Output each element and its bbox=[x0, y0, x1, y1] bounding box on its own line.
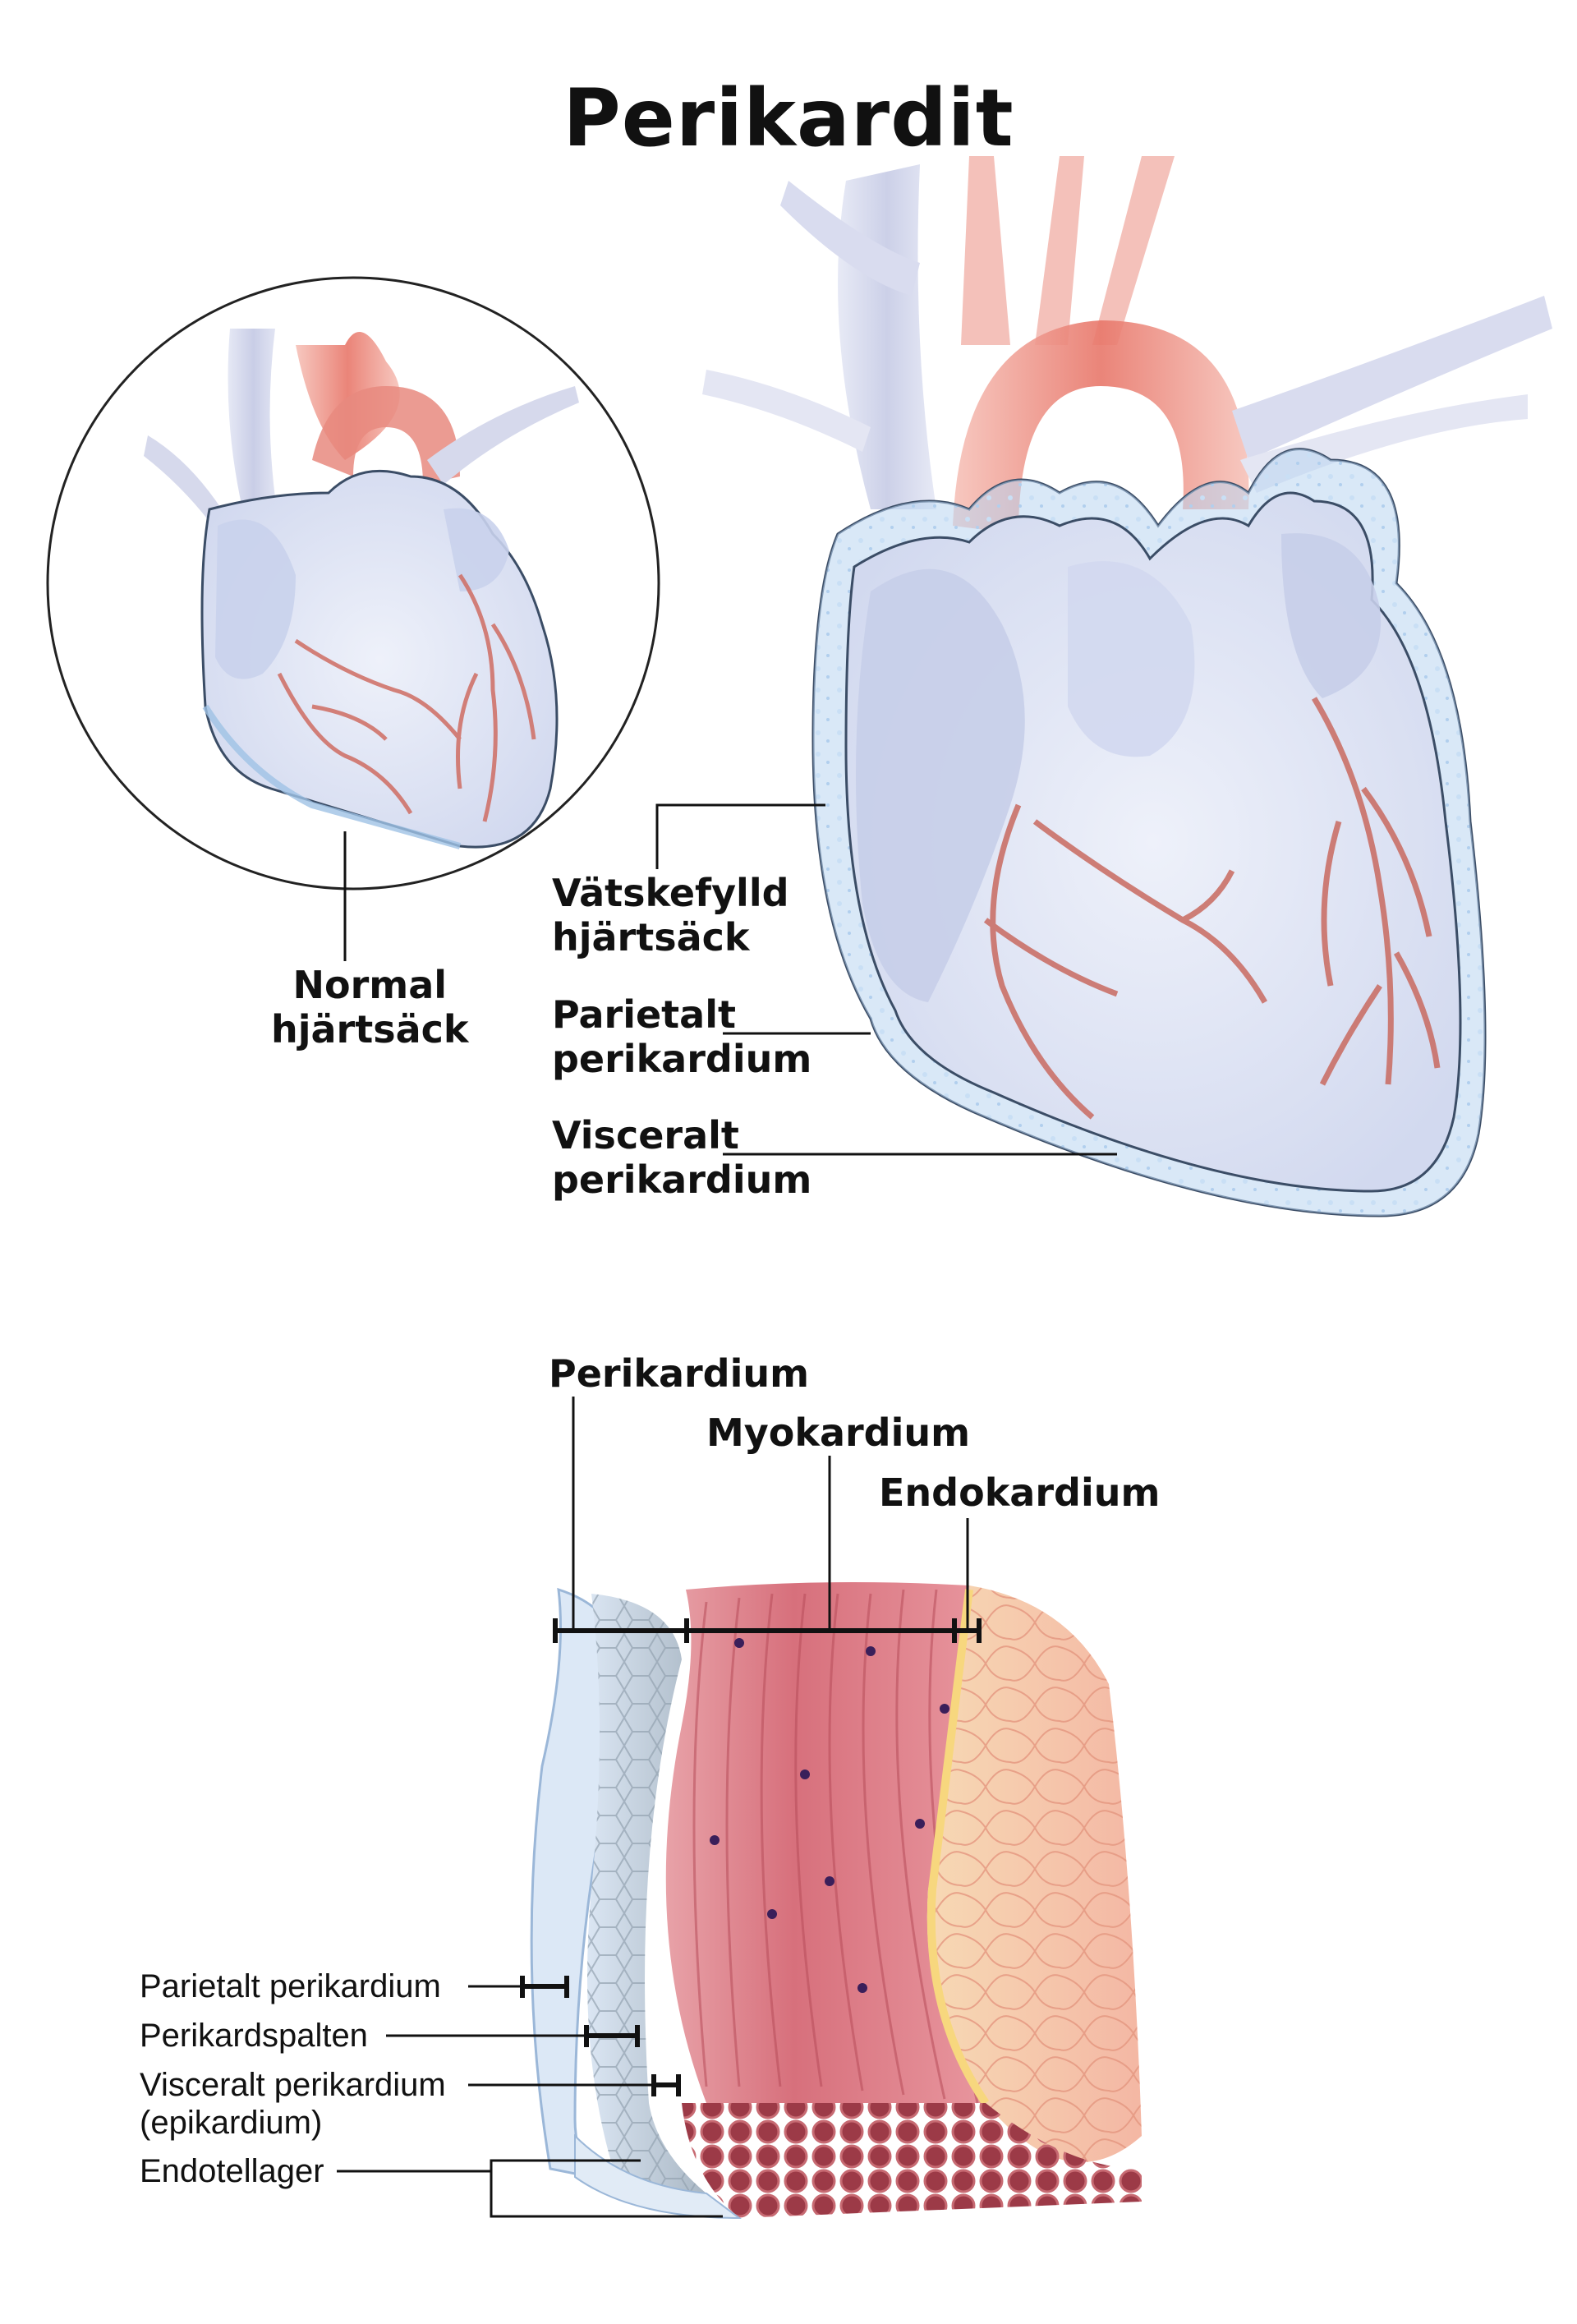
inset-vena-cava bbox=[228, 329, 279, 526]
inset-pulmonary-veins bbox=[427, 386, 579, 485]
pericarditis-heart bbox=[655, 156, 1552, 1217]
coronary-arteries bbox=[983, 697, 1441, 1120]
endocardium-label: Endokardium bbox=[879, 1470, 1161, 1515]
cut-face bbox=[682, 2103, 1142, 2218]
visceral-pericardium-label: Visceralt perikardium bbox=[552, 1113, 812, 1202]
measurement-bars bbox=[520, 1618, 982, 2096]
parietal-layer-label: Parietalt perikardium bbox=[140, 1968, 441, 2004]
pulmonary-veins bbox=[1232, 296, 1552, 460]
parietal-pericardium-label: Parietalt perikardium bbox=[552, 992, 812, 1081]
endothelial-label: Endotellager bbox=[140, 2153, 324, 2189]
myocardium-layer bbox=[665, 1582, 986, 2103]
page-title: Perikardit bbox=[563, 72, 1014, 164]
pericardium-label: Perikardium bbox=[549, 1351, 810, 1396]
aorta bbox=[961, 156, 1010, 345]
myocardium-label: Myokardium bbox=[706, 1411, 971, 1455]
normal-heart-inset bbox=[46, 276, 660, 961]
inset-aortic-arch bbox=[312, 386, 460, 485]
fluid-sac-leader bbox=[655, 803, 825, 869]
pericardial-cavity-label: Perikardspalten bbox=[140, 2018, 368, 2054]
tissue-cross-section bbox=[337, 1397, 1142, 2220]
normal-sac-label: Normal hjärtsäck bbox=[271, 963, 469, 1052]
visceral-layer-label: Visceralt perikardium (epikardium) bbox=[140, 2067, 446, 2141]
aortic-arch bbox=[953, 320, 1249, 534]
fluid-filled-sac-label: Vätskefylld hjärtsäck bbox=[552, 871, 789, 960]
vena-cava bbox=[838, 164, 936, 509]
